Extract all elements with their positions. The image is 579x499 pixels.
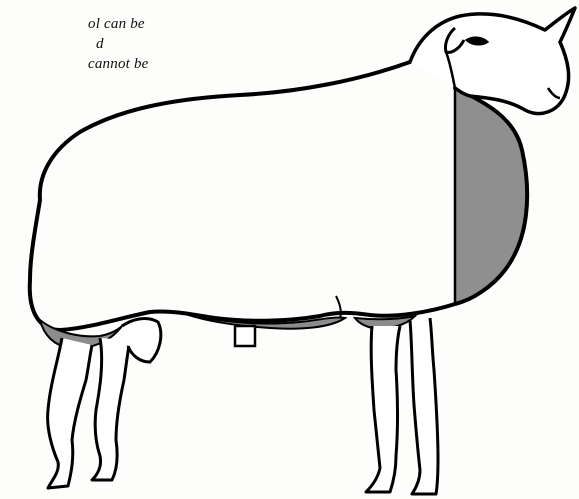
belly-tag — [235, 326, 255, 346]
front-leg-far — [410, 318, 438, 494]
sheep-head — [410, 8, 575, 114]
chest-shaded-region — [455, 88, 527, 304]
rear-leg-far — [92, 338, 130, 480]
front-leg-near — [366, 326, 400, 492]
rear-leg-near — [48, 338, 92, 488]
